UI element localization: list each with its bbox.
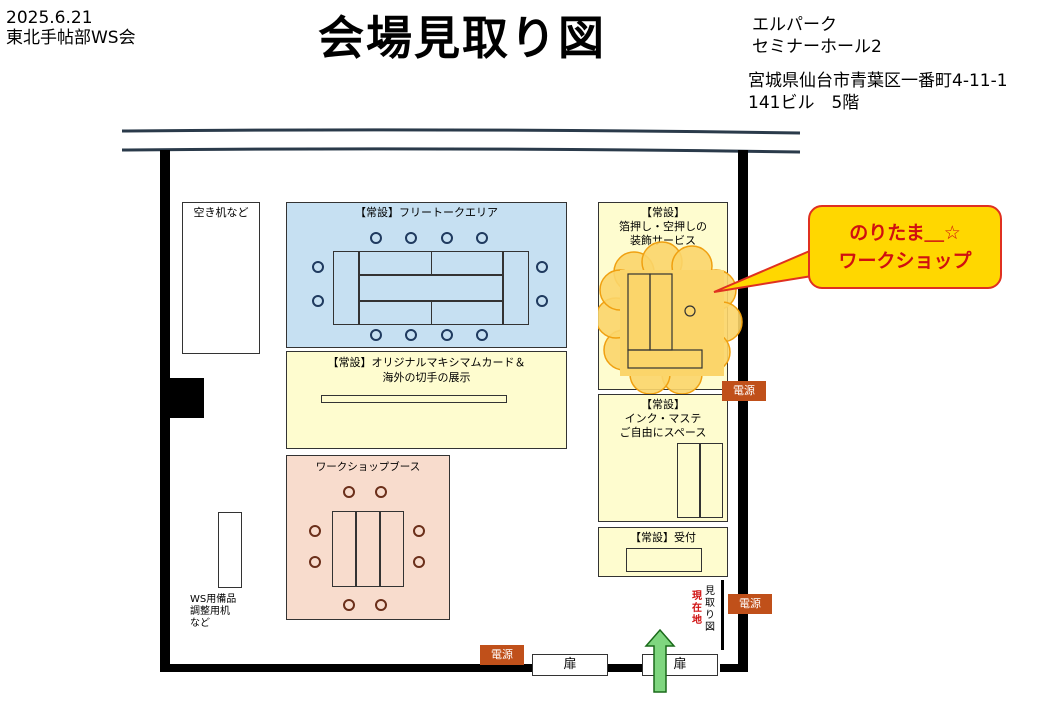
address-line2: 141ビル 5階 xyxy=(748,93,860,113)
reception-label: 【常設】受付 xyxy=(630,531,696,544)
table xyxy=(333,251,359,325)
reception-table xyxy=(626,548,702,572)
table-divider xyxy=(431,251,432,275)
workshop-booth-label: ワークショップブース xyxy=(315,461,421,473)
callout-line1: のりたま＿☆ xyxy=(849,222,961,244)
chair xyxy=(312,295,324,307)
ws-adjust-label-1: WS用備品 xyxy=(190,594,237,605)
current-location-label: 現在地 xyxy=(692,591,702,626)
table-divider xyxy=(431,301,432,325)
table xyxy=(677,443,700,518)
page-title: 会場見取り図 xyxy=(318,11,606,65)
table xyxy=(332,511,356,587)
ws-adjust-label-2: 調整用机 xyxy=(190,606,230,617)
foil-label-2: 箔押し・空押しの xyxy=(619,220,707,233)
chair xyxy=(476,232,488,244)
chair xyxy=(343,486,355,498)
table xyxy=(380,511,404,587)
table xyxy=(700,443,723,518)
power-outlet-2: 電源 xyxy=(728,594,772,614)
chair xyxy=(413,556,425,568)
chair xyxy=(309,525,321,537)
organizer-name: 東北手帖部WS会 xyxy=(6,28,136,48)
workshop-booth: ワークショップブース xyxy=(286,455,450,620)
ink-label-3: ご自由にスペース xyxy=(619,426,707,439)
foil-label-1: 【常設】 xyxy=(641,206,685,219)
free-talk-area: 【常設】フリートークエリア xyxy=(286,202,567,348)
chair xyxy=(536,295,548,307)
event-date-org: 2025.6.21 東北手帖部WS会 xyxy=(6,8,136,48)
chair xyxy=(309,556,321,568)
chair xyxy=(343,599,355,611)
foil-label-3: 装飾サービス xyxy=(630,234,696,247)
card-exhibit-label-1: 【常設】オリジナルマキシマムカード＆ xyxy=(327,356,526,369)
ws-adjust-label: WS用備品 調整用机 など xyxy=(190,594,236,630)
card-exhibit-label-2: 海外の切手の展示 xyxy=(382,371,471,384)
ws-adjust-table xyxy=(218,512,242,588)
chair xyxy=(312,261,324,273)
reception-area: 【常設】受付 xyxy=(598,527,728,577)
chair xyxy=(476,329,488,341)
event-date: 2025.6.21 xyxy=(6,8,93,28)
desk-storage-area: 空き机など xyxy=(182,202,260,354)
entrance-arrow-icon xyxy=(644,628,676,693)
table xyxy=(359,275,503,301)
door-left: 扉 xyxy=(532,654,608,676)
ink-tape-area: 【常設】 インク・マステ ご自由にスペース xyxy=(598,394,728,522)
callout-line2: ワークショップ xyxy=(838,250,972,272)
venue-line1: エルパーク xyxy=(752,15,837,35)
ws-adjust-label-3: など xyxy=(190,618,210,629)
free-talk-label: 【常設】フリートークエリア xyxy=(355,206,498,219)
power-outlet-1: 電源 xyxy=(722,381,766,401)
chair xyxy=(375,599,387,611)
chair xyxy=(413,525,425,537)
chair xyxy=(375,486,387,498)
table xyxy=(356,511,380,587)
venue-address: 宮城県仙台市青葉区一番町4-11-1 141ビル 5階 xyxy=(748,70,1008,114)
chair xyxy=(441,232,453,244)
card-exhibit-area: 【常設】オリジナルマキシマムカード＆ 海外の切手の展示 xyxy=(286,351,567,449)
exhibit-table xyxy=(321,395,507,403)
chair xyxy=(536,261,548,273)
venue-name: エルパーク セミナーホール2 xyxy=(752,14,882,58)
chair xyxy=(441,329,453,341)
power-outlet-3: 電源 xyxy=(480,645,524,665)
chair xyxy=(370,329,382,341)
chair xyxy=(370,232,382,244)
desk-storage-label: 空き机など xyxy=(193,206,249,219)
workshop-highlight-cloud xyxy=(598,241,743,395)
chair xyxy=(405,232,417,244)
callout-pointer xyxy=(713,248,813,293)
ink-label-1: 【常設】 xyxy=(641,398,685,411)
address-line1: 宮城県仙台市青葉区一番町4-11-1 xyxy=(748,71,1008,91)
floor-map-label: 見取り図 xyxy=(705,586,715,633)
table xyxy=(503,251,529,325)
workshop-callout: のりたま＿☆ ワークショップ xyxy=(808,205,1002,289)
chair xyxy=(405,329,417,341)
venue-line2: セミナーホール2 xyxy=(752,37,882,57)
ink-label-2: インク・マステ xyxy=(624,412,702,425)
